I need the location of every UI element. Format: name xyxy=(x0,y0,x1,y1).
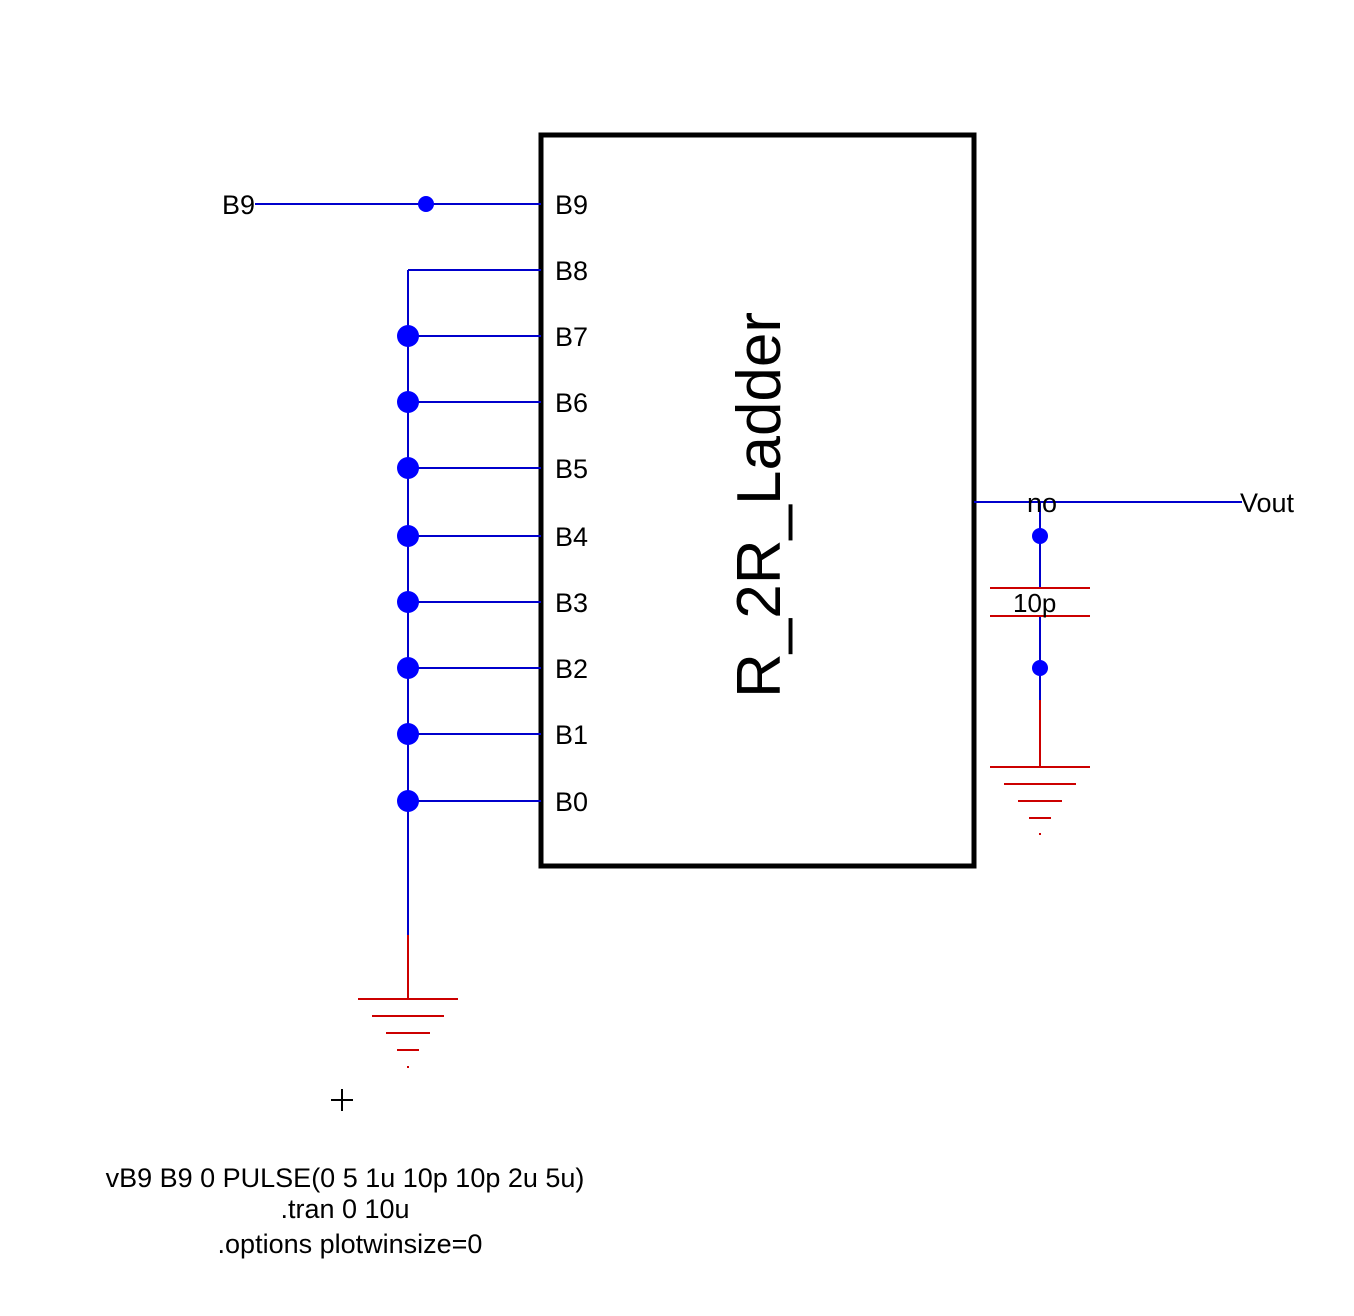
pin-labels: B9 B8 B7 B6 B5 B4 B3 B2 B1 B0 xyxy=(555,190,588,817)
spice-line-options: .options plotwinsize=0 xyxy=(218,1229,483,1259)
pin-label-b8: B8 xyxy=(555,256,588,286)
net-label-vout[interactable]: Vout xyxy=(1240,488,1295,518)
junction-dot xyxy=(397,790,419,812)
junction-dot xyxy=(397,525,419,547)
junction-dot xyxy=(397,325,419,347)
junction-dot xyxy=(397,657,419,679)
net-label-b9[interactable]: B9 xyxy=(222,190,255,220)
crosshair-icon xyxy=(331,1089,353,1111)
junction-dot xyxy=(418,196,434,212)
junction-dot xyxy=(397,391,419,413)
pin-label-b0: B0 xyxy=(555,787,588,817)
spice-line-source: vB9 B9 0 PULSE(0 5 1u 10p 10p 2u 5u) xyxy=(106,1163,585,1193)
spice-directives[interactable]: vB9 B9 0 PULSE(0 5 1u 10p 10p 2u 5u) .tr… xyxy=(106,1163,585,1259)
net-label-no[interactable]: no xyxy=(1027,488,1057,518)
pin-label-b9: B9 xyxy=(555,190,588,220)
pin-label-b2: B2 xyxy=(555,654,588,684)
r2r-ladder-block[interactable] xyxy=(538,132,977,869)
junction-dot xyxy=(397,591,419,613)
capacitor-value: 10p xyxy=(1013,588,1056,618)
ground-icon[interactable] xyxy=(990,700,1090,835)
pin-label-b5: B5 xyxy=(555,454,588,484)
pin-label-b4: B4 xyxy=(555,522,588,552)
spice-line-tran: .tran 0 10u xyxy=(280,1194,409,1224)
ground-icon[interactable] xyxy=(358,935,458,1068)
pin-label-b3: B3 xyxy=(555,588,588,618)
junction-dot xyxy=(397,723,419,745)
block-title: R_2R_Ladder xyxy=(725,312,794,698)
junctions xyxy=(397,196,1048,812)
pin-label-b6: B6 xyxy=(555,388,588,418)
pin-label-b7: B7 xyxy=(555,322,588,352)
pin-label-b1: B1 xyxy=(555,720,588,750)
junction-dot xyxy=(397,457,419,479)
capacitor-10p[interactable] xyxy=(990,587,1090,617)
junction-dot xyxy=(1032,528,1048,544)
junction-dot xyxy=(1032,660,1048,676)
